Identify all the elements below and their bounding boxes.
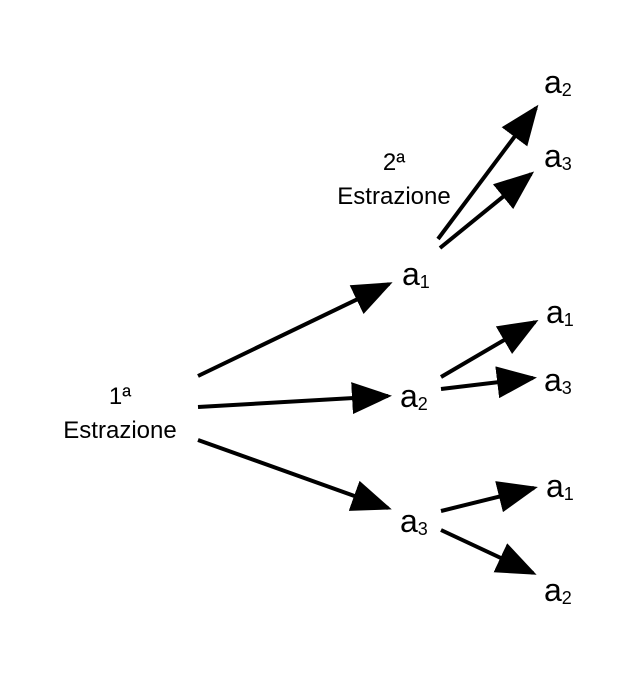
second-draw-node: a2 bbox=[544, 574, 572, 607]
node-letter: a bbox=[402, 256, 420, 292]
second-draw-node: a1 bbox=[546, 296, 574, 329]
node-index: 3 bbox=[417, 519, 428, 539]
node-letter: a bbox=[544, 362, 562, 398]
branch-arrow-root-a2 bbox=[197, 382, 392, 415]
stage-text-first: Estrazione bbox=[63, 417, 177, 444]
stage-text-second: Estrazione bbox=[337, 183, 451, 210]
node-letter: a bbox=[546, 468, 564, 504]
node-letter: a bbox=[544, 64, 562, 100]
branch-arrow-a1-a3 bbox=[438, 171, 535, 250]
branch-arrow-a3-a2 bbox=[440, 528, 537, 575]
first-draw-node: a2 bbox=[400, 380, 428, 413]
branch-arrow-a2-a1 bbox=[439, 319, 539, 379]
node-index: 1 bbox=[419, 272, 430, 292]
node-index: 2 bbox=[561, 80, 572, 100]
second-draw-node: a1 bbox=[546, 470, 574, 503]
node-index: 2 bbox=[561, 588, 572, 608]
branch-arrow-a3-a1 bbox=[440, 481, 538, 513]
node-index: 1 bbox=[563, 484, 574, 504]
stage-number-second: 2ª bbox=[382, 149, 406, 176]
node-index: 2 bbox=[417, 394, 428, 414]
branch-arrow-root-a3 bbox=[197, 438, 392, 511]
branch-arrow-a1-a2 bbox=[436, 104, 539, 241]
branch-arrow-root-a1 bbox=[197, 282, 393, 378]
node-index: 3 bbox=[561, 154, 572, 174]
first-draw-node: a1 bbox=[402, 258, 430, 291]
second-draw-node: a3 bbox=[544, 140, 572, 173]
first-draw-node: a3 bbox=[400, 505, 428, 538]
second-draw-node: a3 bbox=[544, 364, 572, 397]
node-letter: a bbox=[400, 503, 418, 539]
stage-label-first: 1ª Estrazione bbox=[48, 380, 192, 448]
node-letter: a bbox=[544, 572, 562, 608]
node-index: 3 bbox=[561, 378, 572, 398]
branch-arrow-a2-a3 bbox=[440, 366, 537, 399]
stage-number-first: 1ª bbox=[108, 383, 132, 410]
node-letter: a bbox=[544, 138, 562, 174]
node-letter: a bbox=[400, 378, 418, 414]
second-draw-node: a2 bbox=[544, 66, 572, 99]
node-index: 1 bbox=[563, 310, 574, 330]
node-letter: a bbox=[546, 294, 564, 330]
stage-label-second: 2ª Estrazione bbox=[322, 146, 466, 214]
